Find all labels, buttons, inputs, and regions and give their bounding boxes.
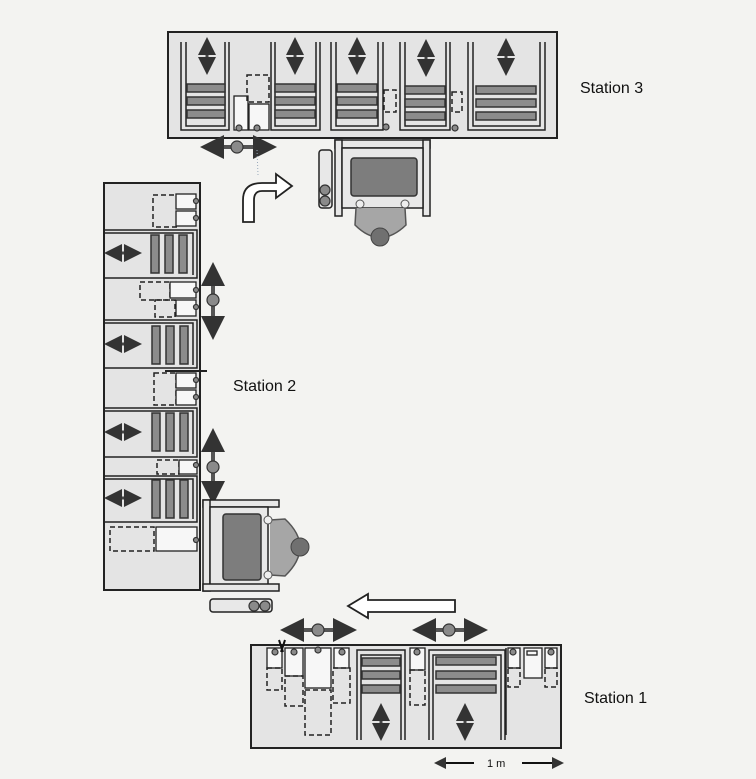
station-2: Station 2	[103, 182, 310, 613]
station-1-tool-slot	[266, 639, 351, 736]
flow-arrow-icon	[242, 172, 294, 223]
station-1-horizontal-slider	[280, 618, 357, 642]
station-3-bay	[399, 39, 463, 132]
station-2-tool-slot	[152, 193, 200, 228]
scale-bar: 1 m	[434, 757, 564, 770]
station-2-operator	[263, 515, 310, 580]
station-2-bay	[104, 475, 198, 523]
station-1-tool-slot	[409, 647, 426, 706]
station-2-workbench	[202, 499, 280, 613]
station-3: Station 3	[167, 31, 643, 247]
scale-bar-label: 1 m	[487, 758, 505, 770]
station-1-bay	[356, 649, 406, 741]
station-1-label: Station 1	[584, 690, 647, 707]
station-2-vertical-slider	[201, 262, 225, 340]
station-2-vertical-slider	[201, 428, 225, 505]
station-1-bay	[428, 649, 506, 741]
station-2-label: Station 2	[233, 378, 296, 395]
station-1: Station 1	[250, 618, 647, 749]
station-3-bay	[467, 38, 546, 131]
station-2-tool-slot	[153, 370, 207, 406]
station-3-bay	[180, 37, 230, 131]
station-2-tool-slot	[156, 459, 200, 475]
station-2-tool-slot	[139, 281, 200, 318]
station-3-label: Station 3	[580, 80, 643, 97]
station-3-workbench	[318, 139, 431, 217]
station-3-tool-slot	[233, 74, 270, 132]
station-2-tool-slot	[109, 526, 200, 552]
flow-arrow-icon	[346, 592, 456, 620]
station-3-bay	[330, 37, 397, 131]
station-3-bay	[270, 37, 321, 131]
station-1-horizontal-slider	[412, 618, 488, 642]
station-2-bay	[104, 319, 198, 369]
station-3-horizontal-slider	[200, 135, 277, 176]
station-3-operator	[354, 199, 410, 247]
station-2-bay	[104, 229, 198, 279]
station-1-tool-slot	[505, 647, 558, 735]
station-2-bay	[104, 407, 198, 458]
